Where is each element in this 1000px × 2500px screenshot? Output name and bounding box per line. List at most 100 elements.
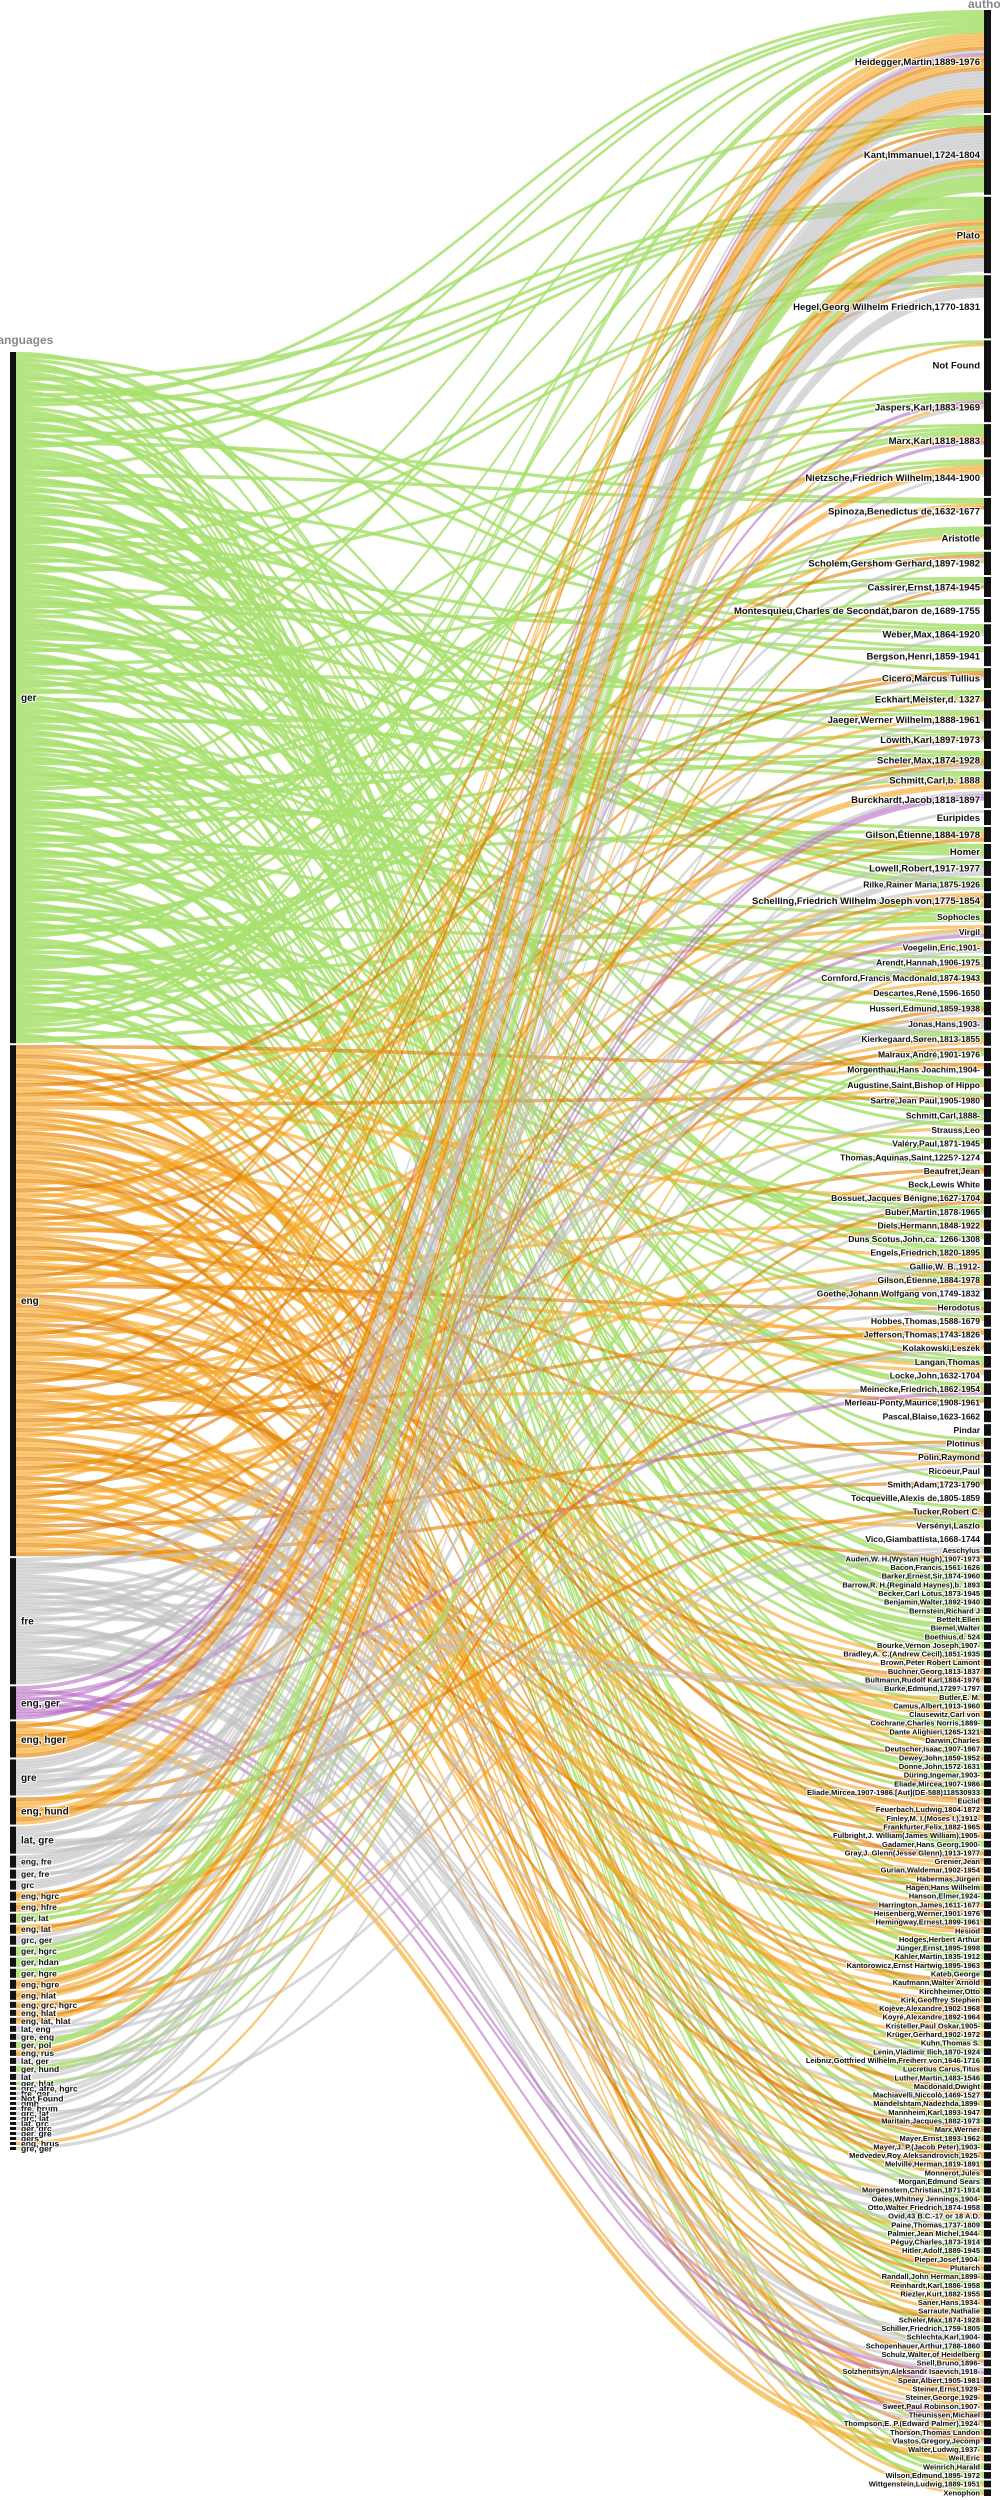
language-bar[interactable] <box>10 2009 16 2016</box>
author-bar[interactable] <box>984 1676 991 1684</box>
author-bar[interactable] <box>984 1961 991 1969</box>
author-bar[interactable] <box>984 551 991 576</box>
author-bar[interactable] <box>984 2212 991 2220</box>
author-bar[interactable] <box>984 1892 991 1900</box>
author-bar[interactable] <box>984 1078 991 1092</box>
author-bar[interactable] <box>984 1858 991 1865</box>
author-bar[interactable] <box>984 1505 991 1518</box>
author-bar[interactable] <box>984 1788 991 1796</box>
author-bar[interactable] <box>984 1572 991 1580</box>
author-bar[interactable] <box>984 1702 991 1710</box>
author-bar[interactable] <box>984 2186 991 2194</box>
author-bar[interactable] <box>984 730 991 749</box>
language-bar[interactable] <box>10 1891 16 1901</box>
author-bar[interactable] <box>984 1328 991 1341</box>
language-bar[interactable] <box>10 2126 16 2130</box>
author-bar[interactable] <box>984 2394 991 2401</box>
author-bar[interactable] <box>984 1137 991 1150</box>
author-bar[interactable] <box>984 10 991 114</box>
author-bar[interactable] <box>984 2074 991 2081</box>
author-bar[interactable] <box>984 2359 991 2367</box>
author-bar[interactable] <box>984 1814 991 1822</box>
author-bar[interactable] <box>984 2325 991 2332</box>
author-bar[interactable] <box>984 877 991 892</box>
author-bar[interactable] <box>984 1840 991 1848</box>
author-bar[interactable] <box>984 1492 991 1504</box>
author-bar[interactable] <box>984 1301 991 1314</box>
author-bar[interactable] <box>984 1260 991 1273</box>
author-bar[interactable] <box>984 624 991 645</box>
author-bar[interactable] <box>984 1032 991 1046</box>
author-bar[interactable] <box>984 2160 991 2168</box>
language-bar[interactable] <box>10 1797 16 1825</box>
author-bar[interactable] <box>984 1246 991 1259</box>
author-bar[interactable] <box>984 2039 991 2047</box>
author-bar[interactable] <box>984 1124 991 1136</box>
language-bar[interactable] <box>10 1558 16 1685</box>
author-bar[interactable] <box>984 2489 991 2496</box>
author-bar[interactable] <box>984 1745 991 1753</box>
author-bar[interactable] <box>984 2290 991 2298</box>
author-bar[interactable] <box>984 2031 991 2038</box>
language-bar[interactable] <box>10 1924 16 1934</box>
author-bar[interactable] <box>984 2195 991 2203</box>
author-bar[interactable] <box>984 1806 991 1813</box>
author-bar[interactable] <box>984 750 991 770</box>
language-bar[interactable] <box>10 2017 16 2024</box>
language-bar[interactable] <box>10 1935 16 1945</box>
author-bar[interactable] <box>984 771 991 790</box>
author-bar[interactable] <box>984 1063 991 1077</box>
language-bar[interactable] <box>10 2111 16 2115</box>
language-bar[interactable] <box>10 1902 16 1912</box>
author-bar[interactable] <box>984 925 991 939</box>
author-bar[interactable] <box>984 1206 991 1218</box>
author-bar[interactable] <box>984 2247 991 2254</box>
author-bar[interactable] <box>984 668 991 689</box>
author-bar[interactable] <box>984 1047 991 1062</box>
author-bar[interactable] <box>984 1546 991 1554</box>
language-bar[interactable] <box>10 2073 16 2080</box>
author-bar[interactable] <box>984 1910 991 1917</box>
language-bar[interactable] <box>10 2096 16 2100</box>
author-bar[interactable] <box>984 2100 991 2107</box>
author-bar[interactable] <box>984 1633 991 1640</box>
author-bar[interactable] <box>984 2108 991 2116</box>
author-bar[interactable] <box>984 2351 991 2358</box>
language-bar[interactable] <box>10 2033 16 2040</box>
author-bar[interactable] <box>984 1685 991 1692</box>
author-bar[interactable] <box>984 1979 991 1986</box>
author-bar[interactable] <box>984 1754 991 1762</box>
language-bar[interactable] <box>10 1686 16 1720</box>
author-bar[interactable] <box>984 1093 991 1107</box>
author-bar[interactable] <box>984 1424 991 1436</box>
language-bar[interactable] <box>10 2131 16 2135</box>
author-bar[interactable] <box>984 1780 991 1787</box>
author-bar[interactable] <box>984 1581 991 1589</box>
language-bar[interactable] <box>10 1045 16 1557</box>
language-bar[interactable] <box>10 2041 16 2048</box>
author-bar[interactable] <box>984 1970 991 1978</box>
author-bar[interactable] <box>984 1737 991 1744</box>
author-bar[interactable] <box>984 1410 991 1423</box>
author-bar[interactable] <box>984 115 991 195</box>
author-bar[interactable] <box>984 986 991 1000</box>
author-bar[interactable] <box>984 646 991 667</box>
author-bar[interactable] <box>984 2126 991 2133</box>
author-bar[interactable] <box>984 2480 991 2488</box>
language-bar[interactable] <box>10 2141 16 2145</box>
author-bar[interactable] <box>984 1151 991 1164</box>
language-bar[interactable] <box>10 2116 16 2120</box>
author-bar[interactable] <box>984 1771 991 1779</box>
author-bar[interactable] <box>984 1519 991 1532</box>
author-bar[interactable] <box>984 2333 991 2341</box>
author-bar[interactable] <box>984 526 991 550</box>
author-bar[interactable] <box>984 1287 991 1300</box>
language-bar[interactable] <box>10 2057 16 2064</box>
author-bar[interactable] <box>984 1728 991 1736</box>
author-bar[interactable] <box>984 2446 991 2453</box>
author-bar[interactable] <box>984 1624 991 1632</box>
language-bar[interactable] <box>10 2049 16 2056</box>
author-bar[interactable] <box>984 2273 991 2280</box>
author-bar[interactable] <box>984 2420 991 2427</box>
author-bar[interactable] <box>984 1987 991 1995</box>
